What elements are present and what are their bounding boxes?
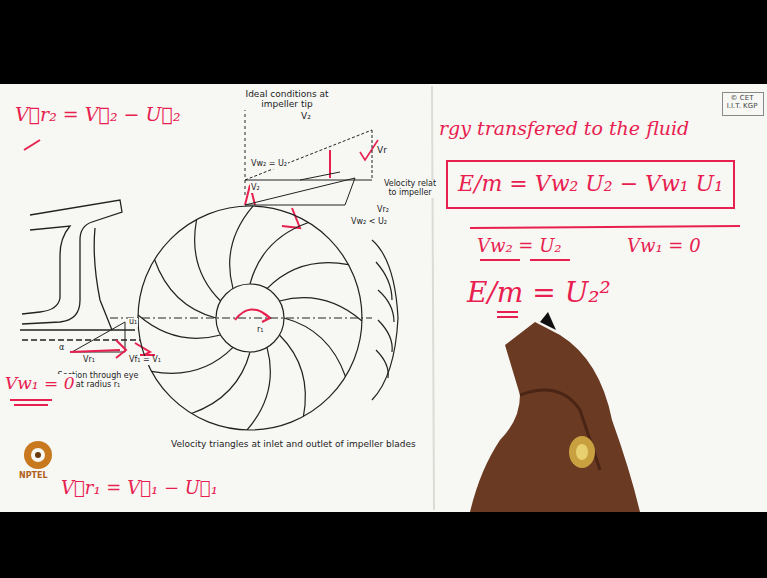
figure-caption: Ideal conditions at impeller tip xyxy=(236,90,338,110)
logo-box: © CET I.I.T. KGP xyxy=(722,92,764,116)
hand-marks xyxy=(10,140,740,405)
vector-label: Vf₁ = V₁ xyxy=(128,356,162,365)
vector-label: Vr xyxy=(376,146,388,156)
box-text: © CET I.I.T. KGP xyxy=(725,95,759,110)
inlet-triangle xyxy=(72,322,125,352)
impeller-blade xyxy=(152,347,233,373)
vector-label: Vw₂ = U₂ xyxy=(250,160,288,169)
impeller-blade xyxy=(195,220,221,301)
figure-note: Velocity relat to impeller xyxy=(378,180,442,198)
vector-label: Vr₂ xyxy=(376,206,390,215)
hand-equation: E/m = U₂² xyxy=(466,278,612,309)
box-text: E/m = Vw₂ U₂ − Vw₁ U₁ xyxy=(458,172,723,196)
radius-label: r₁ xyxy=(256,326,265,335)
impeller-blade xyxy=(279,335,305,416)
hand-note: rgy transfered to the fluid xyxy=(438,118,690,139)
vector-label: V₂ xyxy=(300,112,312,122)
vector-label: V₂ xyxy=(250,184,261,193)
hand-equation: Vw₁ = 0 xyxy=(626,236,702,256)
impeller-profile xyxy=(110,240,398,400)
impeller-blade xyxy=(155,259,216,318)
impeller-blade xyxy=(250,223,309,284)
hand-equation: Vw₁ = 0 xyxy=(4,374,76,393)
angle-label: α xyxy=(58,344,65,353)
impeller-blade xyxy=(191,352,250,413)
hand-equation: V⃗r₁ = V⃗₁ − U⃗₁ xyxy=(60,478,219,498)
vector-label: Vr₁ xyxy=(82,356,96,365)
impeller-blade xyxy=(267,263,348,289)
nptel-logo xyxy=(24,441,52,469)
hand-equation: V⃗r₂ = V⃗₂ − U⃗₂ xyxy=(14,104,182,125)
vector-label: Vw₂ < U₂ xyxy=(350,218,388,227)
impeller-blade xyxy=(247,347,270,430)
boxed-equation: E/m = Vw₂ U₂ − Vw₁ U₁ xyxy=(446,160,735,209)
figure-caption: Velocity triangles at inlet and outlet o… xyxy=(170,440,417,450)
vector-label: u₁ xyxy=(128,318,138,327)
hand-with-pen xyxy=(470,312,640,512)
outlet-triangle xyxy=(245,110,372,205)
impeller-section xyxy=(20,200,140,340)
impeller-blade xyxy=(230,206,253,289)
hand-equation: Vw₂ = U₂ xyxy=(476,236,563,256)
page-fold xyxy=(432,86,434,510)
impeller-blade xyxy=(284,318,345,377)
logo-text: NPTEL xyxy=(18,472,49,481)
